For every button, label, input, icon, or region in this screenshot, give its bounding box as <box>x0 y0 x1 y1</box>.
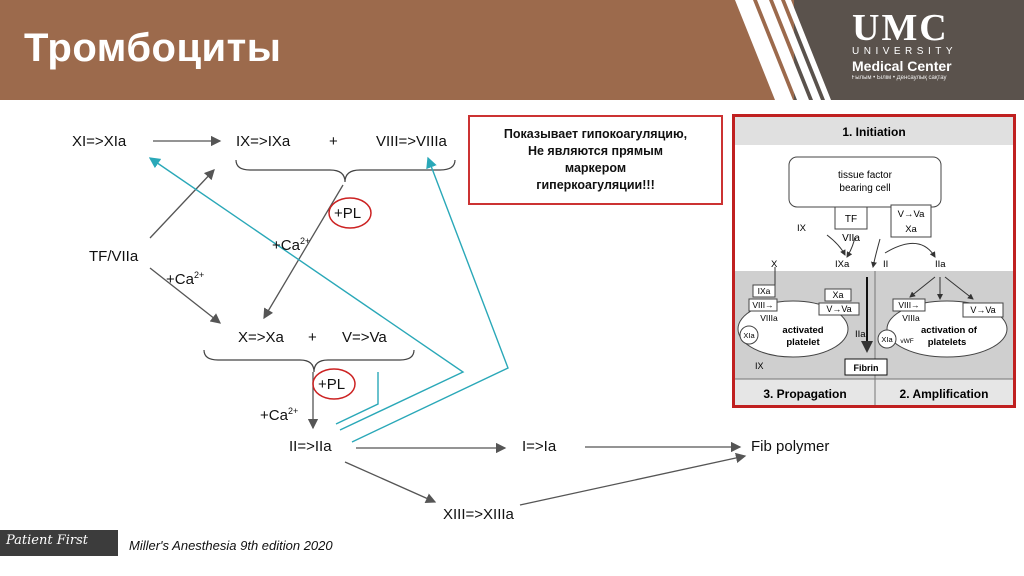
note-line-1: Показывает гипокоагуляцию, <box>503 127 688 141</box>
label-ixa: IXa <box>835 259 850 270</box>
node-ii: II=>IIa <box>289 438 332 455</box>
label-xa: Xa <box>905 224 917 235</box>
fibrin-box <box>844 358 888 376</box>
ca-sup: 2+ <box>299 236 311 246</box>
label-propagation: 3. Propagation <box>763 387 846 401</box>
arrow-xiii-fib <box>519 452 747 506</box>
label-tf: TF <box>845 214 857 225</box>
label-ix-2: IX <box>755 361 764 371</box>
v-va-box <box>890 204 932 238</box>
ca-label-top: +Ca2+ <box>272 236 310 254</box>
tissue-factor-cell <box>788 156 942 208</box>
ca-text: +Ca <box>272 237 300 254</box>
footer-brand-bar <box>0 530 118 556</box>
citation: Miller's Anesthesia 9th edition 2020 <box>129 538 333 553</box>
inset-svg: 1. Initiation tissue factor bearing cell… <box>735 117 1013 405</box>
logo-center: Medical Center <box>852 58 952 74</box>
plus-sign-1: + <box>329 133 338 150</box>
label-ix: IX <box>797 223 807 234</box>
header-stripes <box>735 0 831 100</box>
arrow-tf-x <box>149 267 222 324</box>
pl-label-top: +PL <box>334 205 362 222</box>
ca-text: +Ca <box>260 407 288 424</box>
label-v-va: V→Va <box>898 209 925 220</box>
ca-label-tf: +Ca2+ <box>166 270 204 288</box>
label-iia-2: IIa <box>855 329 866 340</box>
bottom-band <box>735 379 1013 405</box>
note-line-3: маркером <box>564 161 627 175</box>
pl-circle-top <box>328 197 372 229</box>
label-viiia-2: VIIIa <box>902 313 920 323</box>
feedback-iia-xi <box>148 157 465 431</box>
logo-university: UNIVERSITY <box>852 46 958 57</box>
label-vwf: vWF <box>900 338 913 345</box>
label-ixa-2: IXa <box>758 286 771 296</box>
page-title: Тромбоциты <box>24 26 282 70</box>
node-tf: TF/VIIa <box>89 248 139 265</box>
warning-note: Показывает гипокоагуляцию, Не являются п… <box>468 115 723 205</box>
label-xia: XIa <box>743 331 755 340</box>
pl-circle-bottom <box>312 368 356 400</box>
label-initiation: 1. Initiation <box>842 125 905 139</box>
ca-sup: 2+ <box>287 406 299 416</box>
bracket-top <box>235 159 456 183</box>
logo-panel <box>794 0 1024 100</box>
bracket-mid <box>203 349 415 373</box>
label-fibrin: Fibrin <box>854 363 879 373</box>
label-viiia: VIIIa <box>760 313 778 323</box>
footer-brand: Patient First <box>6 533 89 548</box>
arrow-tf-ix <box>149 169 215 239</box>
ca-text: +Ca <box>166 271 194 288</box>
label-viia: VIIa <box>842 233 860 244</box>
arrow-ii-xiii <box>344 461 437 504</box>
label-v-va-3: V→Va <box>970 305 995 315</box>
label-v-va-2: V→Va <box>826 304 851 314</box>
node-viii: VIII=>VIIIa <box>376 133 447 150</box>
label-iia: IIa <box>935 259 946 270</box>
label-tissue-factor-2: bearing cell <box>839 183 890 194</box>
feedback-iia-viii <box>351 156 509 443</box>
logo-abbr: UMC <box>852 7 949 49</box>
note-line-4: гиперкоагуляции!!! <box>536 178 655 192</box>
ca-label-bottom: +Ca2+ <box>260 406 298 424</box>
node-xiii: XIII=>XIIIa <box>443 506 514 523</box>
label-tissue-factor-1: tissue factor <box>838 170 893 181</box>
label-activation-1: activation of <box>921 325 978 336</box>
feedback-iia-v <box>335 372 379 425</box>
initiation-band <box>735 117 1013 145</box>
label-activation-2: platelets <box>928 337 967 348</box>
label-xia-2: XIa <box>881 335 893 344</box>
tf-box <box>834 206 868 230</box>
label-ii: II <box>883 259 888 270</box>
node-fib-polymer: Fib polymer <box>751 438 830 455</box>
label-viii-2: VIII→ <box>898 300 919 310</box>
ca-sup: 2+ <box>193 270 205 280</box>
cell-based-model-figure: 1. Initiation tissue factor bearing cell… <box>732 114 1016 408</box>
node-v: V=>Va <box>342 329 387 346</box>
label-activated-1: activated <box>782 325 823 336</box>
plus-sign-2: + <box>308 329 317 346</box>
node-xi: XI=>XIa <box>72 133 127 150</box>
label-activated-2: platelet <box>786 337 820 348</box>
label-amplification: 2. Amplification <box>900 387 989 401</box>
label-xa-2: Xa <box>832 290 843 300</box>
umc-logo: UMC UNIVERSITY Medical Center Ғылым • Бі… <box>852 8 1017 82</box>
label-viii: VIII→ <box>752 300 773 310</box>
label-x: X <box>771 259 778 270</box>
node-x: X=>Xa <box>238 329 284 346</box>
note-line-2: Не являются прямым <box>527 144 664 158</box>
node-i: I=>Ia <box>522 438 557 455</box>
pl-label-bottom: +PL <box>318 376 346 393</box>
logo-tagline: Ғылым • Білім • Денсаулық сақтау <box>852 75 947 81</box>
node-ix: IX=>IXa <box>236 133 291 150</box>
